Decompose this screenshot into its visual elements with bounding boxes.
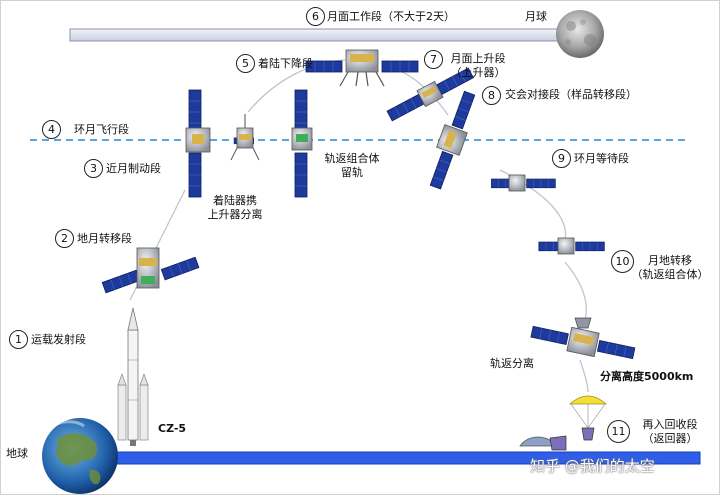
phase-9-label: 环月等待段 <box>574 152 629 165</box>
phase-1-number: 1 <box>9 330 28 349</box>
phase-3-number: 3 <box>84 159 103 178</box>
returner-capsule-small <box>574 317 592 329</box>
spacecraft-transfer-stack <box>101 247 200 294</box>
phase-11-label-line1: 再入回收段 <box>642 418 698 431</box>
orbit-waiting-image <box>491 174 556 192</box>
phase-4-label: 环月飞行段 <box>74 123 129 136</box>
parachute-image <box>568 395 608 441</box>
phase-10-label-line1: 月地转移 <box>648 254 692 267</box>
phase-5-number: 5 <box>236 54 255 73</box>
moon-label: 月球 <box>525 10 547 23</box>
orbiter-stay-label-line2: 留轨 <box>341 166 363 179</box>
phase-11-label-line2: （返回器） <box>642 432 698 445</box>
phase-9-number: 9 <box>552 149 571 168</box>
phase-6-number: 6 <box>306 7 325 26</box>
lunar-surface-bar <box>69 28 561 42</box>
ascender-image <box>386 67 474 122</box>
spacecraft-orbit-combo <box>185 89 211 198</box>
docking-image <box>429 90 476 190</box>
rocket-label: CZ-5 <box>158 422 187 435</box>
moon-earth-transfer-path <box>564 261 587 321</box>
lander-separation-label-line1: 着陆器携 <box>213 194 257 207</box>
phase-8-label: 交会对接段（样品转移段） <box>505 88 637 101</box>
phase-2-label: 地月转移段 <box>77 232 132 245</box>
orbiter-stay-label-line1: 轨返组合体 <box>324 152 380 165</box>
phase-3-label: 近月制动段 <box>106 162 161 175</box>
earth-label: 地球 <box>6 447 28 460</box>
moon-image <box>556 10 604 58</box>
phase-5-label: 着陆下降段 <box>258 57 313 70</box>
separation-altitude-label: 分离高度5000km <box>600 370 694 383</box>
return-separation-label: 轨返分离 <box>490 357 534 370</box>
moon-earth-transfer-image <box>538 237 605 255</box>
reentry-path <box>579 359 589 393</box>
phase-7-label-line1: 月面上升段 <box>450 52 506 65</box>
phase-2-number: 2 <box>55 229 74 248</box>
lander-on-surface-image <box>305 49 419 87</box>
orbiter-returner-image <box>291 89 313 198</box>
lander-separation-label-line2: 上升器分离 <box>207 208 263 221</box>
return-separation-image <box>530 325 636 360</box>
phase-10-label-line2: （轨返组合体） <box>631 268 709 281</box>
landed-returner-image <box>519 435 567 451</box>
phase-1-label: 运载发射段 <box>31 333 86 346</box>
lander-ascender-image <box>230 114 260 161</box>
phase-8-number: 8 <box>482 86 501 105</box>
earth-image <box>42 418 118 494</box>
phase-4-number: 4 <box>42 120 61 139</box>
phase-7-number: 7 <box>424 50 443 69</box>
rocket-image <box>117 307 149 446</box>
phase-6-label: 月面工作段（不大于2天） <box>327 10 455 23</box>
phase-11-number: 11 <box>607 420 630 443</box>
phase-10-number: 10 <box>611 250 634 273</box>
watermark: 知乎 @我们的太空 <box>530 457 655 475</box>
phase-7-label-line2: （上升器） <box>450 66 506 79</box>
